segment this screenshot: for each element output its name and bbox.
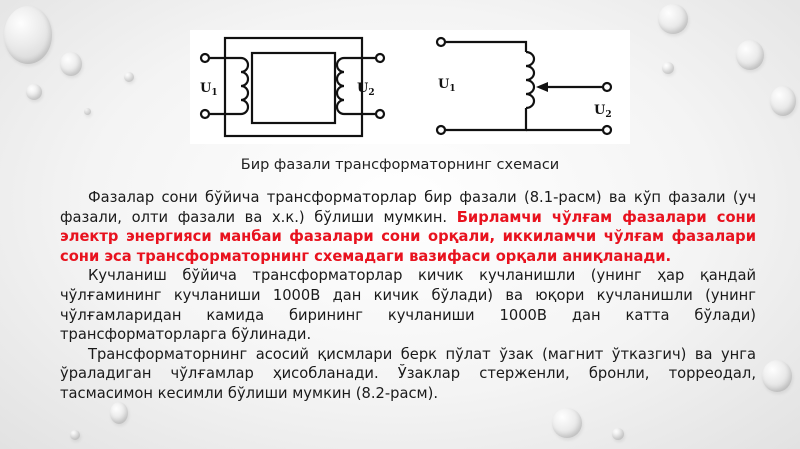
autotransformer-winding — [446, 40, 536, 132]
water-drop — [4, 6, 52, 64]
core-inner — [250, 51, 337, 125]
water-drop — [612, 428, 624, 440]
label-u1-left: U1 — [200, 81, 218, 98]
water-drop — [26, 84, 42, 100]
label-u2-left: U2 — [357, 81, 375, 98]
water-drop — [770, 86, 796, 116]
schematic-drawing: U1 U2 U1 U2 — [199, 36, 613, 138]
terminal — [374, 52, 386, 64]
paragraph-2: Кучланиш бўйича трансформаторлар кичик к… — [60, 267, 756, 344]
water-drop — [70, 430, 80, 440]
core-outer — [223, 36, 364, 138]
primary-winding — [210, 56, 250, 116]
water-drop — [552, 408, 582, 438]
transformer-schematic: U1 U2 U1 U2 — [190, 30, 630, 144]
water-drop — [736, 40, 764, 70]
tap-arrow-icon — [536, 82, 548, 92]
water-drop — [84, 108, 91, 115]
terminal — [601, 124, 613, 136]
water-drop — [60, 52, 82, 76]
figure-caption: Бир фазали трансформаторнинг схемаси — [240, 157, 560, 173]
body-text: Фазалар сони бўйича трансформаторлар бир… — [60, 188, 756, 404]
terminal — [601, 81, 613, 93]
paragraph-3: Трансформаторнинг асосий қисмлари берк п… — [60, 345, 756, 402]
terminal — [435, 36, 447, 48]
terminal — [435, 124, 447, 136]
paragraph-1-text: Фазалар сони бўйича трансформаторлар бир… — [60, 189, 756, 226]
terminal — [374, 108, 386, 120]
water-drop — [110, 402, 128, 424]
water-drop — [662, 62, 674, 74]
paragraph-1: Фазалар сони бўйича трансформаторлар бир… — [60, 188, 756, 266]
terminal — [199, 108, 211, 120]
water-drop — [124, 72, 134, 82]
label-u2-right: U2 — [594, 103, 612, 120]
label-u1-right: U1 — [438, 77, 456, 94]
secondary-winding — [335, 56, 375, 116]
water-drop — [658, 4, 688, 34]
terminal — [199, 52, 211, 64]
paragraph-1-highlight: Бирламчи чўлғам фазалари сони электр эне… — [60, 208, 756, 265]
water-drop — [762, 360, 792, 392]
